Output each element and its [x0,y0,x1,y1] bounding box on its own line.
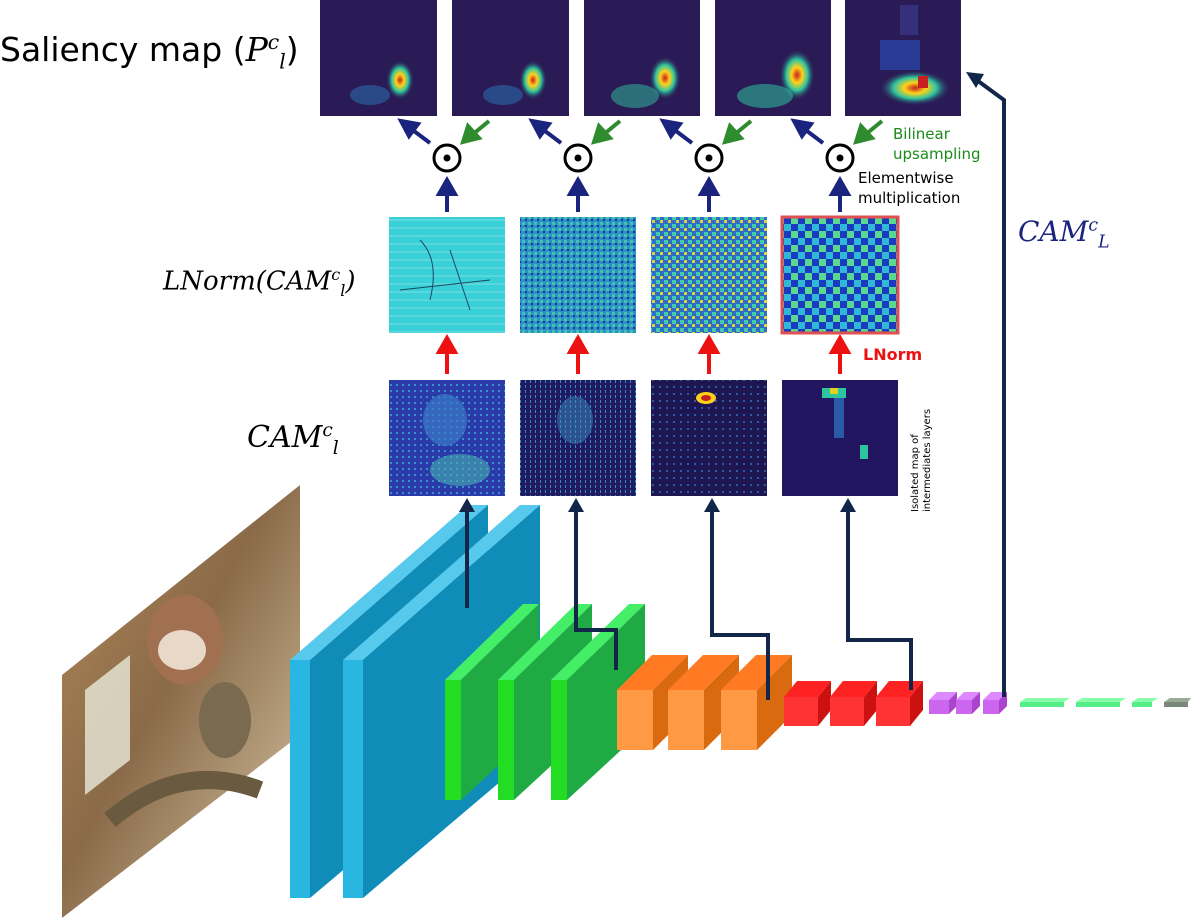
cam-l-text: CAM [247,420,323,455]
lnorm-map-2 [520,217,636,333]
lnorm-sup: c [331,265,341,284]
cam-l-sup: c [322,420,333,441]
fc-layers [1020,698,1191,707]
odot-icons [432,143,855,173]
saliency-close-paren: ) [285,30,299,69]
elementwise-multiplication-note: Elementwise multiplication [858,169,961,207]
conv-block-purple-2 [956,692,980,714]
lnorm-arrows [435,333,852,374]
saliency-map-1 [320,0,437,116]
lnorm-prefix: LNorm(CAM [163,266,332,297]
cam-L-label: CAMcL [1018,215,1110,253]
cam-l-row-label: CAMcl [247,420,339,459]
bilinear-upsampling-note: Bilinear upsampling [893,125,981,163]
lnorm-map-4 [780,215,900,335]
cam-map-3 [651,380,767,496]
connector-lines [465,76,1006,700]
saliency-sup: c [267,30,280,54]
lnorm-close: ) [345,266,356,297]
saliency-P-symbol: P [245,30,268,69]
saliency-map-5 [845,0,961,116]
conv-block-green-3 [551,604,645,800]
conv-block-orange-3 [721,655,792,750]
conv-block-purple-1 [929,692,957,714]
cam-L-sub: L [1098,232,1110,253]
lnorm-sub: l [340,280,346,300]
saliency-map-3 [584,0,700,116]
conv-block-red-1 [784,681,831,726]
connector-arrowheads [459,72,984,512]
saliency-map-title: Saliency map (Pcl) [0,30,299,74]
cam-map-4 [782,380,898,496]
odot-centers [443,154,844,162]
saliency-title-text: Saliency map ( [0,30,246,69]
odot-icon [563,143,593,173]
conv-block-red-3 [876,681,923,726]
odot-to-saliency-arrows [397,118,825,145]
lnorm-map-1 [389,217,505,333]
cam-l-sub: l [332,438,339,459]
isolated-map-note: Isolated map of intermediates layers [910,408,933,512]
cam-map-2 [520,380,636,496]
input-photo [62,485,300,918]
cam-map-1 [389,380,505,496]
lnorm-row-label: LNorm(CAMcl) [163,265,356,300]
cam-L-sup: c [1088,215,1099,236]
saliency-map-2 [452,0,569,116]
cam-L-text: CAM [1018,215,1089,248]
lnorm-operation-label: LNorm [863,345,923,364]
conv-block-purple-3 [983,692,1007,714]
conv-block-red-2 [830,681,877,726]
odot-icon [825,143,855,173]
odot-icon [432,143,462,173]
upsampling-arrows [460,119,884,145]
lnorm-map-3 [651,217,767,333]
odot-icon [694,143,724,173]
lnorm-to-odot-arrows [435,175,852,212]
saliency-sub: l [279,49,286,74]
saliency-map-4 [715,0,831,116]
